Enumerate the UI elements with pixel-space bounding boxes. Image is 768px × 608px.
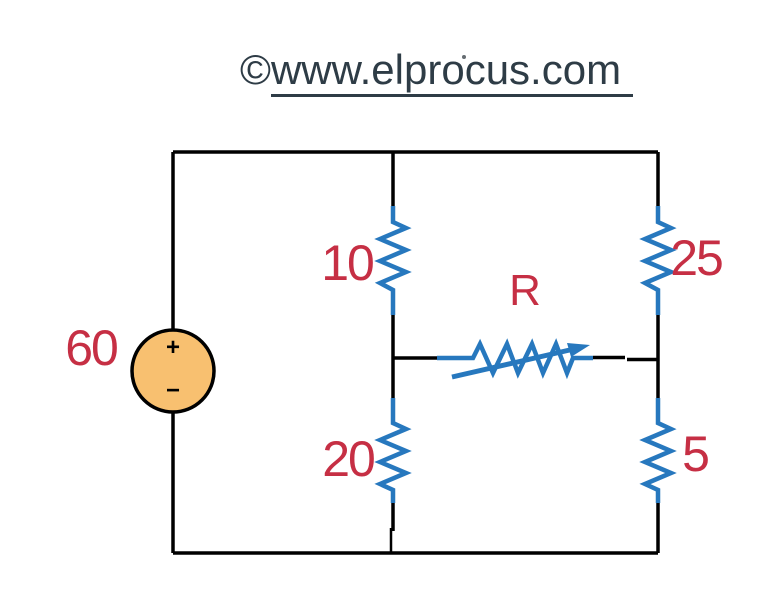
arrow-head-icon [567,343,590,357]
resistor-5-symbol [639,398,677,503]
label-resistor-5: 5 [682,426,708,482]
resistor-10-symbol [374,206,412,315]
voltage-source-minus: − [166,377,180,404]
label-source-60: 60 [65,320,117,376]
label-resistor-10: 10 [321,235,373,291]
variable-resistor-arrow [451,346,575,380]
label-resistor-20: 20 [322,431,374,487]
label-resistor-25: 25 [670,230,722,286]
tiny-dot [462,55,466,59]
copyright-symbol: © [240,46,271,93]
label-resistor-r: R [509,266,541,315]
resistor-20-symbol [374,398,412,503]
voltage-source [130,328,216,414]
voltage-source-plus: + [166,334,180,361]
watermark-link: www.elprocus.com [270,46,634,98]
resistor-25-symbol [639,206,677,315]
wire-bridge [393,355,658,362]
watermark: ©www.elprocus.com [240,46,634,98]
